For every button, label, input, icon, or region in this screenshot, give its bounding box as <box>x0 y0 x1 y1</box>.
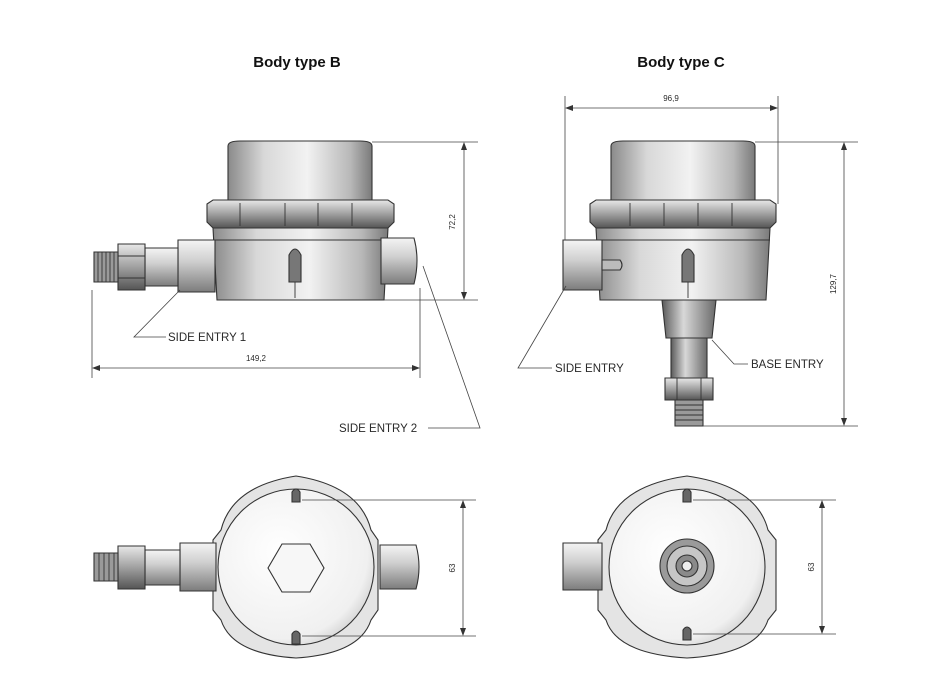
dim-b-height: 72,2 <box>448 214 457 230</box>
dim-c-top-height: 63 <box>807 562 816 571</box>
body-b-top-view <box>93 475 420 659</box>
body-b-dimensions: 72,2 149,2 <box>91 141 478 378</box>
body-b-top-dimensions: 63 <box>302 499 476 637</box>
body-c-dimensions: 96,9 129,7 <box>564 94 858 427</box>
body-c-top-view <box>562 475 777 659</box>
body-b-side-view <box>93 140 418 301</box>
callout-side-entry-1: SIDE ENTRY 1 <box>168 332 246 344</box>
callout-side-entry-2: SIDE ENTRY 2 <box>339 423 417 435</box>
dim-c-height: 129,7 <box>829 273 838 294</box>
title-body-type-b: Body type B <box>253 54 341 71</box>
dim-c-width: 96,9 <box>663 94 679 103</box>
body-b-callouts: SIDE ENTRY 1 SIDE ENTRY 2 <box>133 265 481 435</box>
body-c-side-view <box>562 140 777 427</box>
dim-b-width: 149,2 <box>246 354 267 363</box>
title-body-type-c: Body type C <box>637 54 725 71</box>
dim-b-top-height: 63 <box>448 563 457 572</box>
body-c-callouts: SIDE ENTRY BASE ENTRY <box>517 285 824 375</box>
callout-side-entry: SIDE ENTRY <box>555 363 624 375</box>
body-c-top-dimensions: 63 <box>693 499 836 635</box>
callout-base-entry: BASE ENTRY <box>751 359 824 371</box>
